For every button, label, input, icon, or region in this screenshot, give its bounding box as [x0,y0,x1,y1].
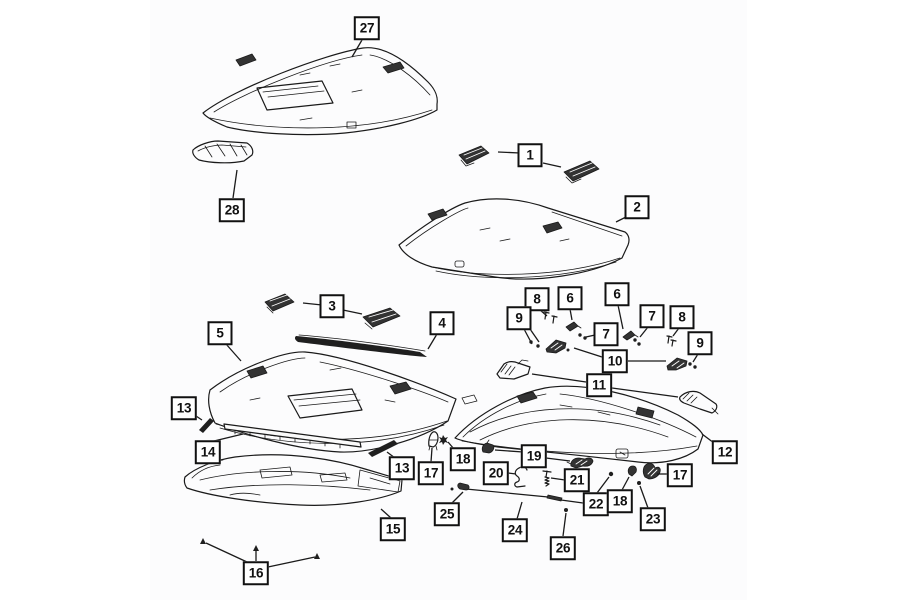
grommet-26 [564,508,568,512]
bumper-22 [608,471,614,477]
callout-9: 9 [687,331,713,355]
cowl-bracket-11-left [496,359,531,380]
nuts-7-left [578,333,587,340]
callout-24: 24 [501,518,529,542]
hinge-10-right [666,357,688,371]
callout-26: 26 [549,536,577,560]
callout-16: 16 [242,561,270,585]
callout-8: 8 [524,287,550,311]
callout-19: 19 [520,444,548,468]
screws-8-right [666,335,677,347]
hood-insulator-15 [183,454,403,506]
seal-strip-13-right [368,440,398,457]
nuts-7-right [633,338,641,346]
safety-catch-19-left [481,439,495,454]
hood-louver-1-right [563,160,600,184]
callout-23: 23 [639,507,667,531]
bolt-21 [542,470,552,487]
callout-9: 9 [506,306,532,330]
callout-17: 17 [666,463,694,487]
callout-22: 22 [582,492,610,516]
hood-seal-14 [223,423,362,449]
hood-panel-2 [398,198,630,280]
callout-25: 25 [433,502,461,526]
bracket-6-left [565,321,582,332]
callout-12: 12 [711,440,739,464]
clip-18-right [627,465,637,477]
hood-louver-3-right [362,307,401,330]
callout-20: 20 [482,461,510,485]
rod-clip-25 [450,482,470,491]
callout-18: 18 [449,447,477,471]
clip-18-center [439,435,448,445]
cowl-bracket-11-right [679,390,719,415]
nut-23 [637,481,641,485]
callout-21: 21 [563,468,591,492]
callout-13: 13 [388,456,416,480]
callout-8: 8 [669,305,695,329]
hinge-10-left [545,339,570,354]
hood-panel-27 [202,47,438,136]
hood-panel-12 [454,385,704,464]
callout-27: 27 [353,16,381,40]
callout-7: 7 [593,322,619,346]
callout-6: 6 [604,282,630,306]
callout-4: 4 [429,311,455,335]
callout-14: 14 [194,440,222,464]
callout-17: 17 [417,461,445,485]
callout-6: 6 [557,286,583,310]
callout-11: 11 [586,373,612,397]
hood-vent-grille-28 [192,140,254,164]
callout-10: 10 [601,349,629,373]
hood-latch-19 [566,457,594,469]
hood-louver-3-left [264,293,295,314]
callout-15: 15 [379,517,407,541]
callout-28: 28 [218,198,246,222]
seal-strip-13-left [199,418,214,433]
leader-lines [192,39,715,568]
callout-5: 5 [207,321,233,345]
callout-18: 18 [606,489,634,513]
clip-17-right [642,462,661,480]
bolts-9-right [688,362,697,369]
bracket-6-right [622,330,639,341]
hood-seal-4 [294,334,427,357]
callout-1: 1 [517,143,543,167]
callout-13: 13 [170,396,198,420]
hood-panel-5 [208,351,457,453]
clip-17-center [428,431,439,451]
callout-3: 3 [319,294,345,318]
hood-louver-1-left [458,145,490,167]
callout-2: 2 [624,195,650,219]
diagram-canvas [150,0,747,600]
insulator-clips-16 [200,538,320,559]
callout-7: 7 [639,304,665,328]
